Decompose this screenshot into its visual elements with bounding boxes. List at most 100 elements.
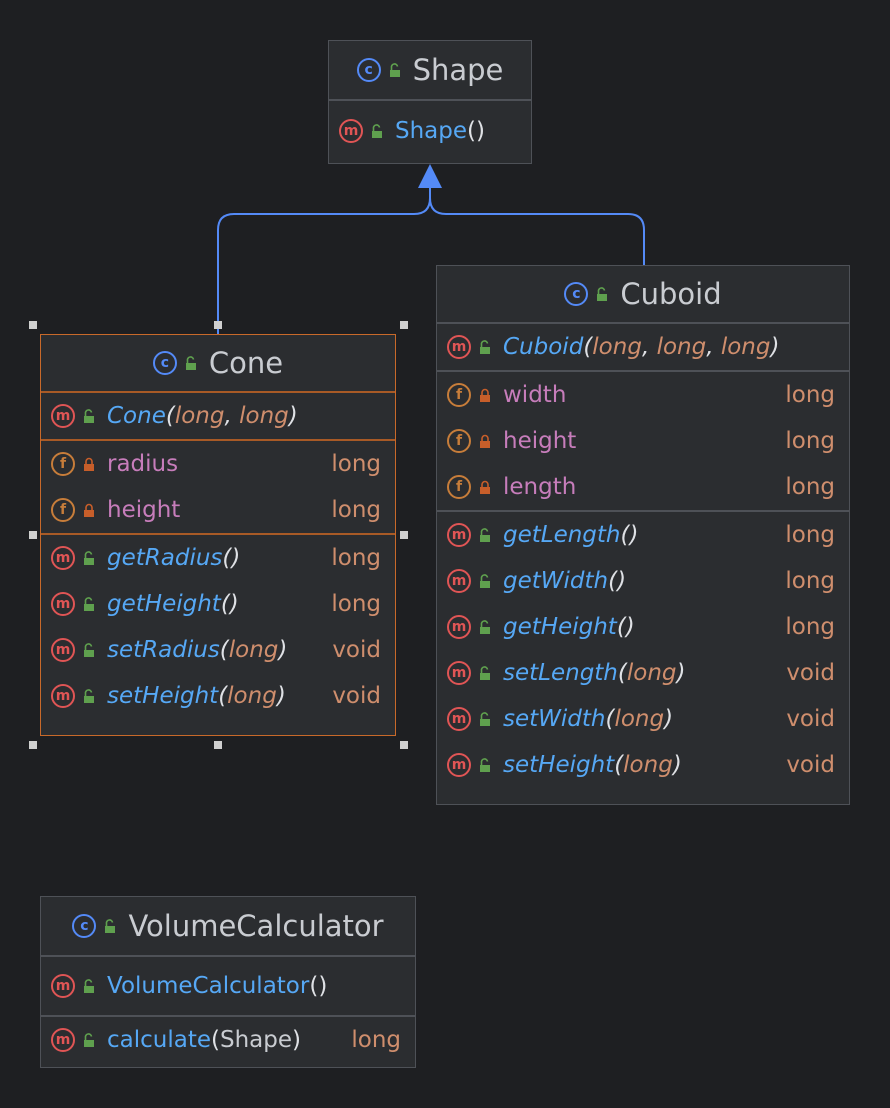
member-name: getLength() [503,522,639,548]
edge-cuboid-to-shape[interactable] [429,197,645,266]
constructor-row[interactable]: m Shape() [329,101,531,161]
param-type: long [227,683,277,709]
private-lock-icon [84,503,94,517]
method-icon: m [339,119,363,143]
param-type: long [720,334,771,360]
class-title: Shape [412,53,504,87]
constructors-section: m Shape() [329,101,531,161]
public-lock-icon [480,712,490,726]
member-type: long [785,568,835,594]
member-type: long [331,591,381,617]
member-type: long [785,382,835,408]
member-type: void [786,706,835,732]
edge-cone-to-shape[interactable] [217,188,431,334]
methods-section: m getLength() long m getWidth() long m getHeigh… [437,512,849,788]
member-type: long [785,522,835,548]
member-name: getHeight() [503,614,635,640]
param-type: long [174,403,225,429]
member-name: length [503,474,577,500]
method-row[interactable]: m calculate(Shape) long [41,1017,415,1063]
selection-handle-mid-left[interactable] [29,531,37,539]
member-type: long [785,614,835,640]
field-icon: f [447,429,471,453]
class-title: Cuboid [620,277,722,311]
method-icon: m [447,523,471,547]
member-name: setLength(long) [503,660,686,686]
member-type: void [786,752,835,778]
class-box-shape[interactable]: c Shape m Shape() [328,40,532,164]
private-lock-icon [480,434,490,448]
class-icon: c [72,914,97,938]
method-icon: m [51,404,75,428]
constructor-row[interactable]: m VolumeCalculator() [41,957,415,1015]
public-lock-icon [84,643,94,657]
public-lock-icon [84,979,94,993]
inheritance-arrowhead [418,164,442,188]
member-type: long [351,1027,401,1053]
public-lock-icon [480,340,490,354]
method-icon: m [447,707,471,731]
class-icon: c [564,282,589,306]
constructor-row[interactable]: m Cuboid(long, long, long) [437,324,849,370]
class-box-cuboid[interactable]: c Cuboid m Cuboid(long, long, long) f widt… [436,265,850,805]
field-icon: f [51,452,75,476]
method-icon: m [447,615,471,639]
public-lock-icon [185,356,196,370]
public-lock-icon [480,528,490,542]
member-name: VolumeCalculator() [107,973,328,999]
selection-handle-bottom-left[interactable] [29,741,37,749]
member-type: void [332,637,381,663]
member-name: width [503,382,567,408]
constructors-section: m Cuboid(long, long, long) [437,324,849,372]
member-type: long [785,474,835,500]
private-lock-icon [480,480,490,494]
class-header: c Shape [329,41,531,101]
selection-handle-mid-right[interactable] [400,531,408,539]
member-name: calculate(Shape) [107,1027,302,1053]
member-type: long [785,428,835,454]
member-name: Cuboid(long, long, long) [503,334,780,360]
field-row[interactable]: f height long [437,418,849,464]
selection-handle-bottom-mid[interactable] [214,741,222,749]
private-lock-icon [480,388,490,402]
param-type: long [623,752,673,778]
member-type: long [331,451,381,477]
selection-handle-bottom-right[interactable] [400,741,408,749]
selection-handle-top-left[interactable] [29,321,37,329]
method-row[interactable]: m getLength() long [437,512,849,558]
member-name: height [503,428,577,454]
selection-handle-top-right[interactable] [400,321,408,329]
member-type: long [331,545,381,571]
member-name: getWidth() [503,568,627,594]
class-icon: c [152,351,177,375]
class-box-volume-calculator[interactable]: c VolumeCalculator m VolumeCalculator() … [40,896,416,1068]
selection-handle-top-mid[interactable] [214,321,222,329]
class-title: VolumeCalculator [128,909,384,943]
class-header: c VolumeCalculator [41,897,415,957]
method-icon: m [51,592,75,616]
method-icon: m [447,335,471,359]
method-icon: m [51,1028,75,1052]
public-lock-icon [480,758,490,772]
class-header: c Cone [41,335,395,393]
class-icon: c [356,58,381,82]
member-type: void [786,660,835,686]
method-row[interactable]: m getHeight() long [437,604,849,650]
